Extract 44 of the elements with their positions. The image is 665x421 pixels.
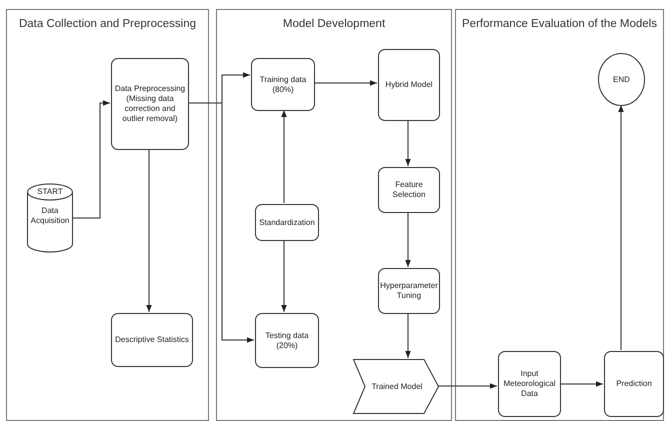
process-box (255, 313, 319, 368)
node-label: Feature Selection (392, 180, 426, 200)
node-label: Standardization (259, 218, 315, 228)
node-label: Hybrid Model (385, 80, 433, 90)
node-label: Prediction (616, 379, 652, 389)
panel-title: Data Collection and Preprocessing (18, 17, 196, 32)
node-label: Hyperparameter Tuning (380, 281, 438, 301)
node-label: Data Preprocessing (Missing data correction and outlier removal) (114, 84, 186, 124)
arrow (405, 312, 411, 358)
swimlane-panel (216, 9, 452, 421)
process-box (378, 167, 440, 213)
swimlane-panel (455, 9, 664, 421)
arrow (281, 240, 287, 312)
process-box (604, 351, 664, 417)
arrow (314, 80, 378, 86)
process-box (378, 268, 440, 314)
arrow (72, 100, 110, 218)
swimlane-panel (6, 9, 209, 421)
node-label: START (37, 187, 63, 197)
node-label: Trained Model (372, 382, 422, 392)
arrow (281, 110, 287, 204)
chevron-shape (353, 359, 439, 414)
database-cylinder (27, 184, 73, 252)
node-label: Input Meteorological Data (502, 369, 557, 399)
process-box (251, 58, 315, 111)
node-label: END (613, 74, 630, 84)
arrow (560, 381, 604, 387)
terminal-ellipse (598, 53, 645, 106)
panel-title: Performance Evaluation of the Models (462, 17, 657, 32)
arrow (405, 212, 411, 268)
node-label: Testing data (20%) (264, 330, 310, 350)
node-label: Descriptive Statistics (115, 335, 189, 345)
arrow (146, 148, 152, 312)
arrow (438, 383, 498, 389)
process-box (498, 351, 561, 417)
arrow (618, 104, 624, 350)
process-box (111, 58, 189, 150)
node-label: Data Acquisition (30, 206, 70, 226)
arrow (405, 120, 411, 166)
process-box (378, 49, 440, 121)
panel-title: Model Development (282, 17, 386, 32)
process-box (255, 204, 319, 241)
node-label: Training data (80%) (258, 74, 308, 94)
process-box (111, 313, 193, 367)
